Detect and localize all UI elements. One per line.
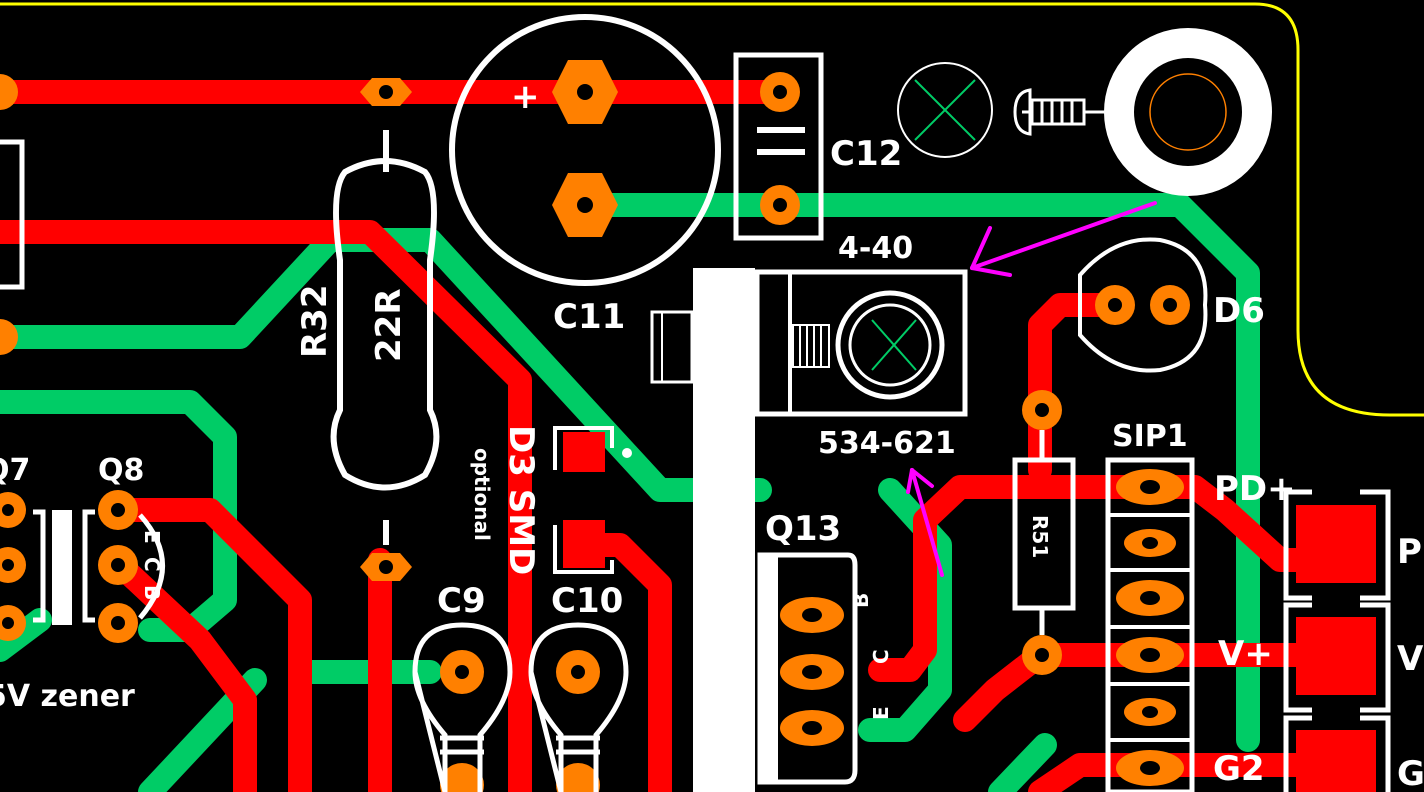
q8-e-label: E xyxy=(140,530,164,544)
part-number-label: 534-621 xyxy=(818,426,956,461)
mounting-hole-inner xyxy=(1149,73,1227,151)
d6-label: D6 xyxy=(1213,291,1265,331)
silkscreen-outlines xyxy=(0,14,1391,792)
g-cut-label: G xyxy=(1397,754,1424,792)
pd-cut-label: PD xyxy=(1397,532,1424,572)
mounting-hole-icon xyxy=(1104,28,1272,196)
screw-icon xyxy=(792,324,830,368)
r32-value-label: 22R xyxy=(369,289,409,363)
plus-mark: + xyxy=(511,77,540,117)
fiducial-x-icon xyxy=(871,62,993,371)
annotation-arrow-icon xyxy=(970,201,1157,277)
to220-tab xyxy=(693,268,755,792)
c10-outline xyxy=(528,622,629,792)
q13-c-label: C xyxy=(869,649,893,664)
sip1-label: SIP1 xyxy=(1112,419,1188,454)
d3-note: optional xyxy=(470,448,494,541)
pad-holes xyxy=(2,84,1177,775)
c12-label: C12 xyxy=(830,134,902,174)
smd-pads xyxy=(563,432,1376,792)
board-outline xyxy=(0,2,1424,417)
q13-outline xyxy=(757,552,858,785)
c11-outline xyxy=(449,14,721,286)
q7-label: Q7 xyxy=(0,453,30,488)
screw-icon xyxy=(1013,88,1118,136)
q8-c-label: C xyxy=(140,557,164,572)
q13-e-label: E xyxy=(869,706,893,720)
q13-b-label: B xyxy=(849,593,873,608)
d3-label: D3 SMD xyxy=(501,425,541,575)
zener-note: 5V zener xyxy=(0,679,135,714)
c10-label: C10 xyxy=(551,581,623,621)
r32-label: R32 xyxy=(295,285,335,359)
annotation-arrow-icon xyxy=(906,468,944,577)
v-cut-label: V xyxy=(1397,639,1424,679)
to220-body xyxy=(754,269,968,417)
g2-label: G2 xyxy=(1213,749,1265,789)
v-plus-label: V+ xyxy=(1218,634,1273,674)
c9-label: C9 xyxy=(437,581,486,621)
q13-label: Q13 xyxy=(765,509,841,549)
pd-plus-label: PD+ xyxy=(1214,469,1296,509)
q8-label: Q8 xyxy=(98,453,144,488)
screw-size-label: 4-40 xyxy=(838,231,913,266)
q8-outline xyxy=(138,513,165,620)
r32-outline xyxy=(330,130,440,545)
c9-outline xyxy=(412,622,513,792)
d6-outline xyxy=(1078,237,1208,373)
r51-label: R51 xyxy=(1028,515,1052,558)
c11-label: C11 xyxy=(553,297,625,337)
q8-b-label: B xyxy=(140,585,164,600)
c12-outline xyxy=(733,52,824,241)
